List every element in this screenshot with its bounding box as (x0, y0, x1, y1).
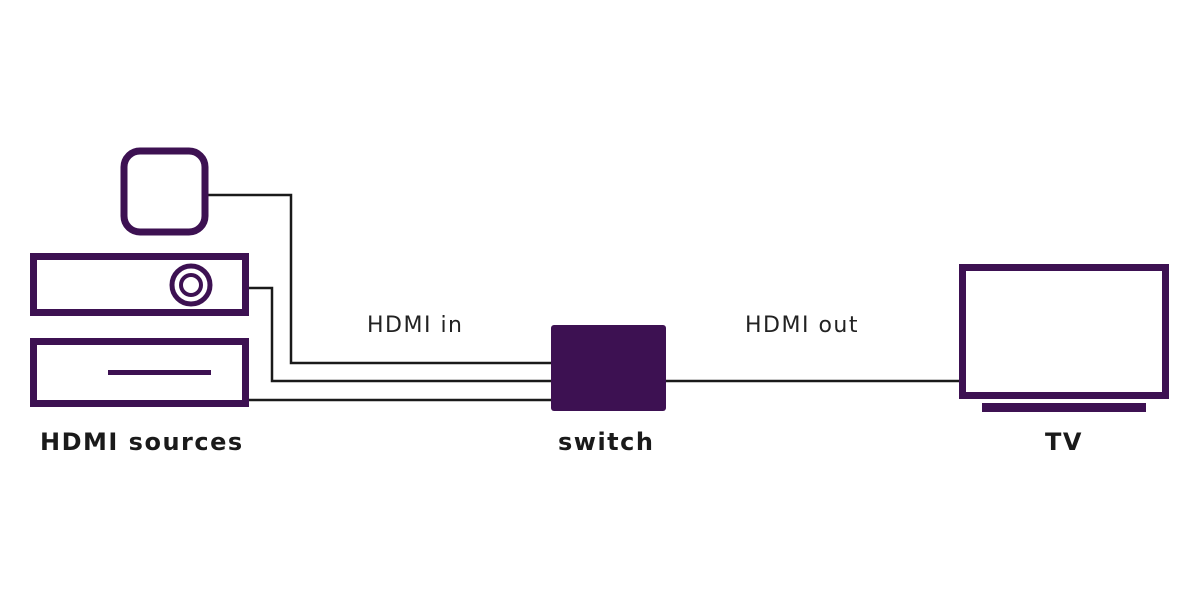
disc-slot (108, 370, 211, 375)
hdmi-in-label: HDMI in (367, 313, 464, 338)
streaming-box-icon (120, 147, 209, 236)
cables (207, 193, 960, 402)
player-unit-icon (30, 338, 249, 407)
tv-screen (959, 264, 1169, 399)
speaker-ring-inner (179, 273, 203, 297)
tv-icon (959, 264, 1169, 412)
tv-stand (982, 403, 1146, 412)
switch-label: switch (558, 428, 655, 456)
switch-box-icon (551, 325, 666, 411)
hdmi-sources-label: HDMI sources (40, 428, 244, 456)
cable-streaming-box-to-switch (207, 193, 552, 365)
hdmi-out-label: HDMI out (745, 313, 859, 338)
tv-label: TV (1045, 428, 1083, 456)
speaker-ring-outer (169, 263, 213, 307)
cable-speaker-unit-to-switch (248, 286, 552, 383)
speaker-unit-icon (30, 253, 249, 316)
